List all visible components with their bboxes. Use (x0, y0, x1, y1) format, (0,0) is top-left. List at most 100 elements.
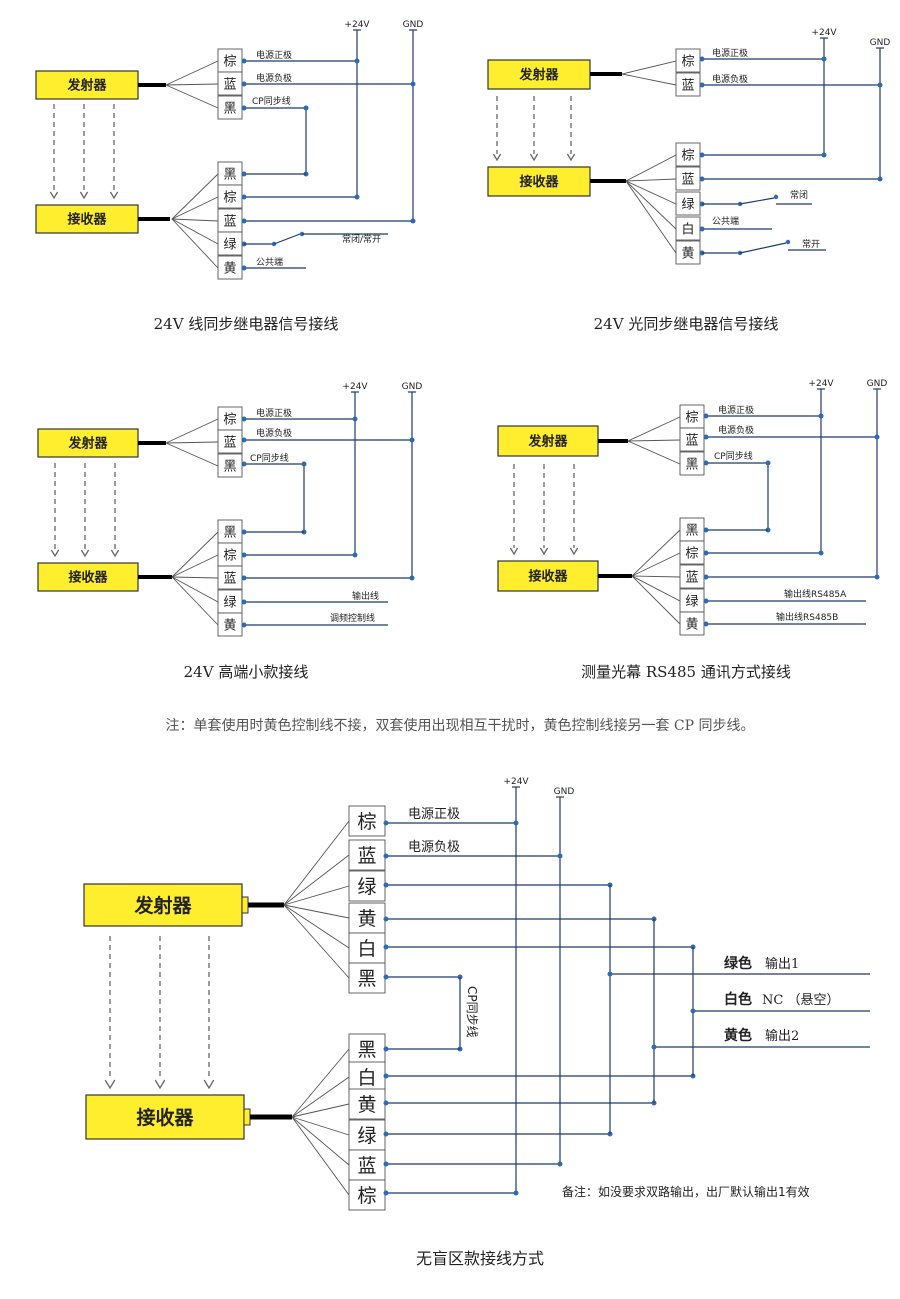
freq-ctrl-label: 调频控制线 (330, 612, 375, 624)
junction-dot (410, 81, 416, 87)
terminal-label: 绿 (223, 595, 236, 610)
fan-wire (171, 218, 219, 222)
junction-dot (557, 1161, 563, 1167)
junction-dot (383, 1190, 389, 1196)
fan-wire (283, 885, 350, 906)
nc-label: 常闭 (790, 189, 808, 201)
terminal-label: 绿 (357, 876, 376, 898)
junction-dot (354, 58, 360, 64)
arrow-head-icon (79, 191, 89, 200)
power-pos-label: 电源正极 (256, 407, 292, 419)
receiver-label: 接收器 (136, 1106, 194, 1129)
terminal-label: 绿 (685, 594, 698, 609)
junction-dot (874, 574, 880, 580)
junction-dot (699, 176, 705, 182)
arrow-head-icon (203, 1079, 215, 1090)
nc-no-label: 常闭/常开 (342, 233, 381, 245)
output2-label: 输出2 (765, 1028, 799, 1044)
terminal-label: 棕 (223, 412, 236, 427)
fan-wire (627, 439, 681, 442)
plus24v-label: +24V (503, 777, 529, 787)
common-label: 公共端 (256, 256, 283, 268)
terminal-label: 黑 (357, 1039, 376, 1061)
plus24v-label: +24V (811, 28, 837, 38)
fan-wire (165, 442, 219, 467)
junction-dot (383, 1073, 389, 1079)
junction-dot (607, 971, 613, 977)
fan-wire (631, 575, 681, 578)
fan-wire (291, 1103, 350, 1118)
gnd-label: GND (403, 20, 424, 30)
fan-wire (171, 554, 219, 578)
junction-dot (703, 527, 709, 533)
terminal-label: 蓝 (223, 571, 236, 586)
gnd-label: GND (554, 787, 575, 797)
arrow-head-icon (80, 549, 90, 558)
arrow-head-icon (539, 547, 549, 556)
junction-dot (699, 56, 705, 62)
fan-wire (171, 218, 219, 269)
junction-dot (699, 82, 705, 88)
junction-dot (703, 550, 709, 556)
junction-dot (409, 575, 415, 581)
junction-dot (410, 218, 416, 224)
arrow-head-icon (492, 153, 502, 162)
emitter-box (497, 425, 599, 457)
junction-dot (699, 226, 705, 232)
fan-wire (621, 73, 677, 86)
plus24v-label: +24V (808, 379, 834, 389)
fan-wire (171, 196, 219, 220)
power-pos-label: 电源正极 (712, 47, 748, 59)
junction-dot (818, 550, 824, 556)
receiver-label: 接收器 (67, 212, 107, 228)
terminal-label: 黄 (685, 617, 698, 632)
junction-dot (703, 413, 709, 419)
terminal-label: 棕 (685, 410, 698, 425)
output1-label: 输出1 (765, 956, 799, 972)
junction-dot (874, 434, 880, 440)
junction-dot (703, 574, 709, 580)
terminal-label: 黑 (223, 167, 236, 182)
gnd-label: GND (867, 379, 888, 389)
arrow-head-icon (109, 191, 119, 200)
terminal-label: 棕 (681, 54, 694, 69)
terminal-label: 黑 (685, 523, 698, 538)
emitter-label: 发射器 (67, 436, 108, 452)
junction-dot (241, 194, 247, 200)
junction-dot (241, 552, 247, 558)
plus24v-label: +24V (342, 382, 368, 392)
arrow-head-icon (50, 549, 60, 558)
fan-wire (283, 820, 350, 906)
caption-d1: 24V 线同步继电器信号接线 (154, 315, 339, 333)
terminal-label: 蓝 (223, 435, 236, 450)
junction-dot (241, 105, 247, 111)
emitter-cap (241, 896, 249, 914)
arrow-head-icon (104, 1079, 116, 1090)
power-neg-label: 电源负极 (256, 72, 292, 84)
fan-wire (283, 904, 350, 949)
wire-line (739, 197, 775, 205)
terminal-label: 黄 (681, 246, 694, 261)
junction-dot (241, 437, 247, 443)
junction-dot (383, 916, 389, 922)
terminal-label: 黑 (223, 525, 236, 540)
caption-d3: 24V 高端小款接线 (184, 663, 309, 681)
junction-dot (241, 461, 247, 467)
terminal-label: 蓝 (223, 77, 236, 92)
cp-sync-label: CP同步线 (714, 450, 753, 462)
terminal-label: 白 (357, 1067, 376, 1089)
gnd-label: GND (402, 382, 423, 392)
switch-contact (785, 239, 791, 245)
junction-dot (241, 265, 247, 271)
terminal-box (348, 1033, 386, 1065)
output-green-label: 绿色 (724, 955, 752, 972)
junction-dot (383, 1046, 389, 1052)
junction-dot (241, 81, 247, 87)
junction-dot (383, 1100, 389, 1106)
junction-dot (821, 56, 827, 62)
fan-wire (171, 576, 219, 579)
terminal-label: 黑 (223, 459, 236, 474)
junction-dot (765, 460, 771, 466)
junction-dot (821, 152, 827, 158)
terminal-box (348, 870, 386, 902)
